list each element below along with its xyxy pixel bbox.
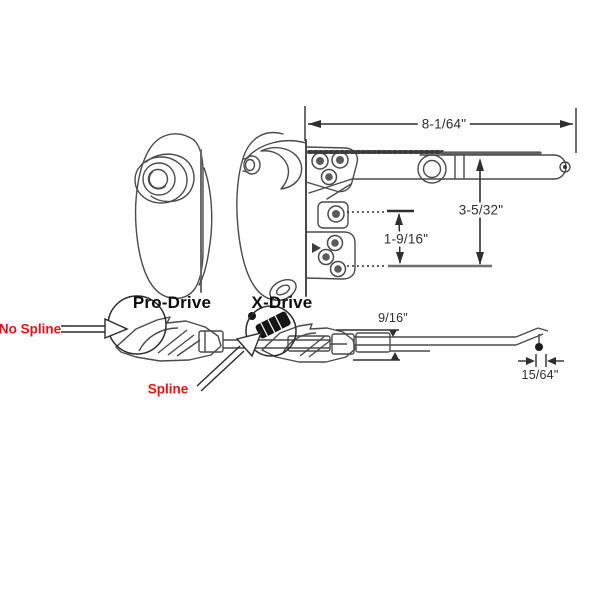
x-drive-linkage-drawing: [248, 311, 549, 363]
pro-drive-cover-drawing: [134, 133, 213, 300]
label-x-drive: X-Drive: [251, 293, 313, 312]
no-spline-arrow: [61, 317, 129, 340]
dimension-label-arm-height: 3-5/32": [454, 202, 508, 218]
dimension-label-link-height: 9/16": [376, 311, 410, 325]
callout-spline: Spline: [147, 381, 189, 397]
operator-arm-drawing: [307, 150, 571, 194]
callout-no-spline: No Spline: [0, 321, 62, 337]
dimension-arm-height: [388, 158, 492, 268]
spline-shaft: [255, 311, 291, 339]
dimension-stud-offset: [518, 354, 564, 367]
spline-arrow: [196, 331, 263, 392]
dimension-label-hole-spacing: 1-9/16": [379, 231, 433, 247]
x-drive-operator-drawing: [236, 131, 359, 302]
dimension-link-height: [336, 329, 400, 361]
spline-highlight-circle: [245, 305, 297, 357]
dimension-label-stud-offset: 15/64": [519, 368, 561, 382]
label-pro-drive: Pro-Drive: [132, 293, 212, 312]
dimension-label-overall-length: 8-1/64": [417, 116, 471, 132]
